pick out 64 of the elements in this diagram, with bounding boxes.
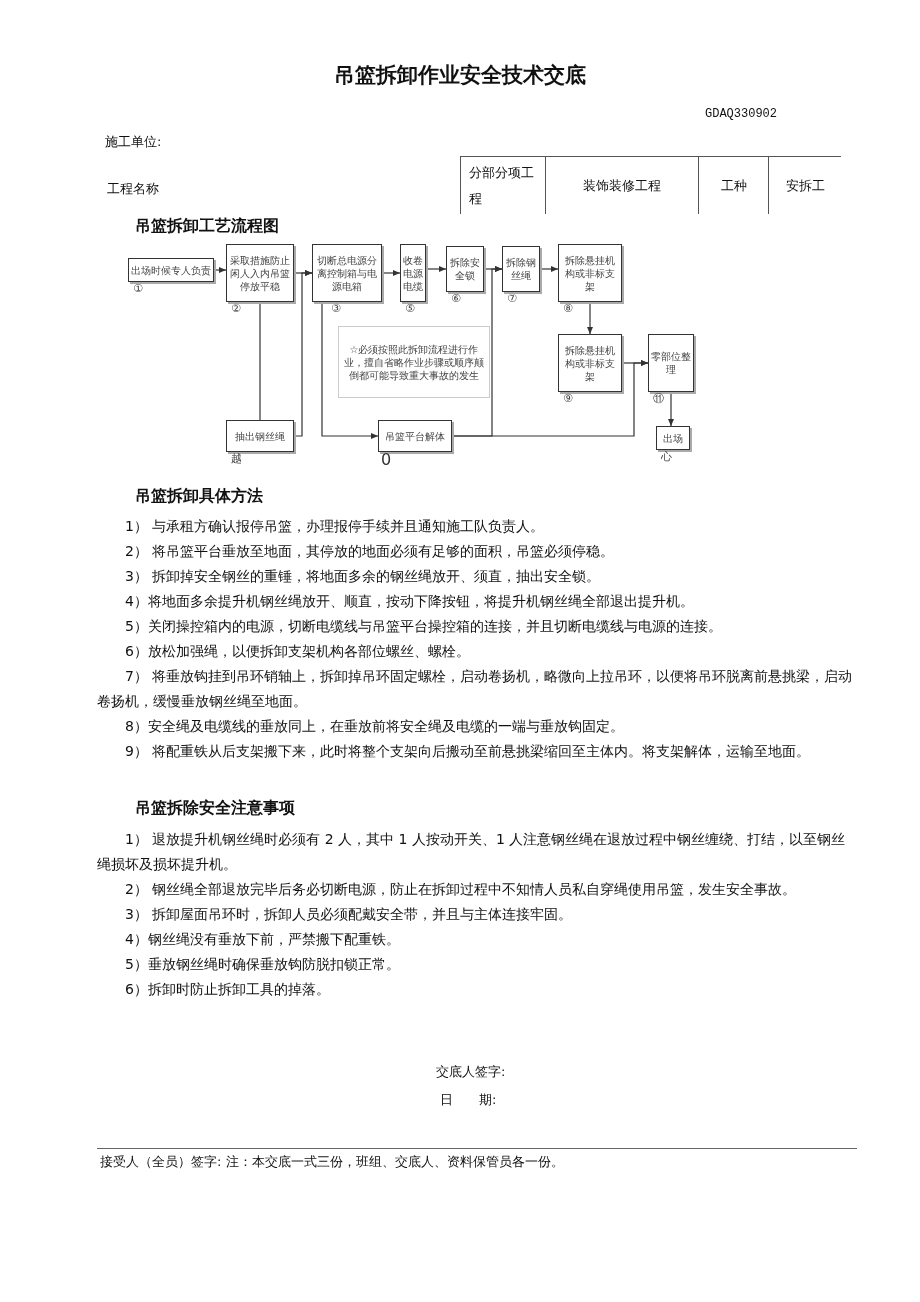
document-title: 吊篮拆卸作业安全技术交底 xyxy=(333,62,587,89)
node-text: 切断总电源分离控制箱与电源电箱 xyxy=(316,253,378,293)
field-label: 工程名称 xyxy=(107,180,159,198)
node-text: 拆除悬挂机构或非标支架 xyxy=(564,253,616,293)
section-heading: 吊篮拆除安全注意事项 xyxy=(135,797,295,819)
list-item: 4）将地面多余提升机钢丝绳放开、顺直，按动下降按钮，将提升机钢丝绳全部退出提升机。 xyxy=(124,592,695,611)
node-text: 零部位整理 xyxy=(651,350,691,376)
node-text: 出场时候专人负责 xyxy=(131,263,211,277)
date-label: 日 期: xyxy=(440,1091,497,1109)
list-item: 4）钢丝绳没有垂放下前，严禁搬下配重铁。 xyxy=(124,930,401,949)
arrow xyxy=(293,270,313,437)
list-item: 8）安全绳及电缆线的垂放同上，在垂放前将安全绳及电缆的一端与垂放钩固定。 xyxy=(124,717,625,736)
table-cell: 装饰装修工程 xyxy=(546,157,699,214)
section-heading: 吊篮拆卸具体方法 xyxy=(135,485,263,507)
arrow xyxy=(381,270,401,276)
document-code: GDAQ330902 xyxy=(705,106,777,123)
table-cell-text: 安拆工 xyxy=(784,176,826,195)
node-text: 采取措施防止闲人入内吊篮停放平稳 xyxy=(229,253,291,293)
node-text: 吊篮平台解体 xyxy=(385,429,445,443)
step-number: 0 xyxy=(381,451,392,468)
node-text: 拆除安全锁 xyxy=(449,256,481,282)
step-number: ⑦ xyxy=(507,293,517,305)
step-number: 心 xyxy=(661,451,672,463)
list-item: 3） 拆卸掉安全钢丝的重锤，将地面多余的钢丝绳放开、须直，抽出安全锁。 xyxy=(124,567,602,586)
step-number: ⑨ xyxy=(563,393,573,405)
list-item: 1） 退放提升机钢丝绳时必须有 2 人，其中 1 人按动开关、1 人注意钢丝绳在退放过程中钢丝缠绕、打结，以至钢丝绳损坏及损坏提升机。 xyxy=(97,830,847,874)
step-number: ③ xyxy=(331,303,341,315)
list-item: 5）关闭操控箱内的电源，切断电缆线与吊篮平台操控箱的连接，并且切断电缆线与电源的连接。 xyxy=(124,617,723,636)
node-text: 收卷电源电缆 xyxy=(403,253,423,293)
node-text: 抽出钢丝绳 xyxy=(235,429,285,443)
step-number: 越 xyxy=(231,453,242,465)
list-item: 7） 将垂放钩挂到吊环销轴上，拆卸掉吊环固定螺栓，启动卷扬机，略微向上拉吊环，以便将吊环脱离前悬挑梁，启动卷扬机，缓慢垂放钢丝绳至地面。 xyxy=(97,667,854,711)
list-item: 6）拆卸时防止拆卸工具的掉落。 xyxy=(124,980,331,999)
note-box xyxy=(338,326,490,398)
footer-note: 接受人（全员）签字: 注：本交底一式三份，班组、交底人、资料保管员各一份。 xyxy=(100,1153,564,1171)
table-cell: 工种 xyxy=(699,157,769,214)
node-text: 拆除悬挂机构或非标支架 xyxy=(564,343,616,383)
step-number: ① xyxy=(133,283,143,295)
step-number: ⑥ xyxy=(451,293,461,305)
step-number: ⑪ xyxy=(653,393,664,405)
arrow xyxy=(425,266,447,272)
signature-label: 交底人签字: xyxy=(436,1063,506,1081)
node-text: ☆必须按照此拆卸流程进行作业，擅自省略作业步骤或顺序颠倒都可能导致重大事故的发生 xyxy=(343,342,485,382)
arrow xyxy=(539,266,559,272)
arrow xyxy=(668,391,674,427)
arrow xyxy=(451,360,649,437)
arrow xyxy=(321,301,379,439)
step-number: ⑧ xyxy=(563,303,573,315)
section-heading: 吊篮拆卸工艺流程图 xyxy=(135,215,279,237)
list-item: 9） 将配重铁从后支架搬下来，此时将整个支架向后搬动至前悬挑梁缩回至主体内。将支架解体，运输至地面。 xyxy=(124,742,812,761)
list-item: 5）垂放钢丝绳时确保垂放钩防脱扣锁正常。 xyxy=(124,955,401,974)
arrow xyxy=(587,301,593,335)
list-item: 3） 拆卸屋面吊环时，拆卸人员必须配戴安全带，并且与主体连接牢固。 xyxy=(124,905,574,924)
list-item: 2） 钢丝绳全部退放完毕后务必切断电源，防止在拆卸过程中不知情人员私自穿绳使用吊篮，发生安全事故。 xyxy=(124,880,798,899)
list-item: 2） 将吊篮平台垂放至地面，其停放的地面必须有足够的面积，吊篮必须停稳。 xyxy=(124,542,616,561)
arrow xyxy=(213,267,227,273)
node-text: 拆除钢丝绳 xyxy=(505,256,537,282)
step-number: ⑤ xyxy=(405,303,415,315)
table-cell: 分部分项工程 xyxy=(461,157,546,214)
list-item: 6）放松加强绳，以便拆卸支架机构各部位螺丝、螺栓。 xyxy=(124,642,471,661)
list-item: 1） 与承租方确认报停吊篮，办理报停手续并且通知施工队负责人。 xyxy=(124,517,546,536)
step-number: ② xyxy=(231,303,241,315)
field-label: 施工单位: xyxy=(105,133,162,151)
node-text: 出场 xyxy=(663,431,683,445)
